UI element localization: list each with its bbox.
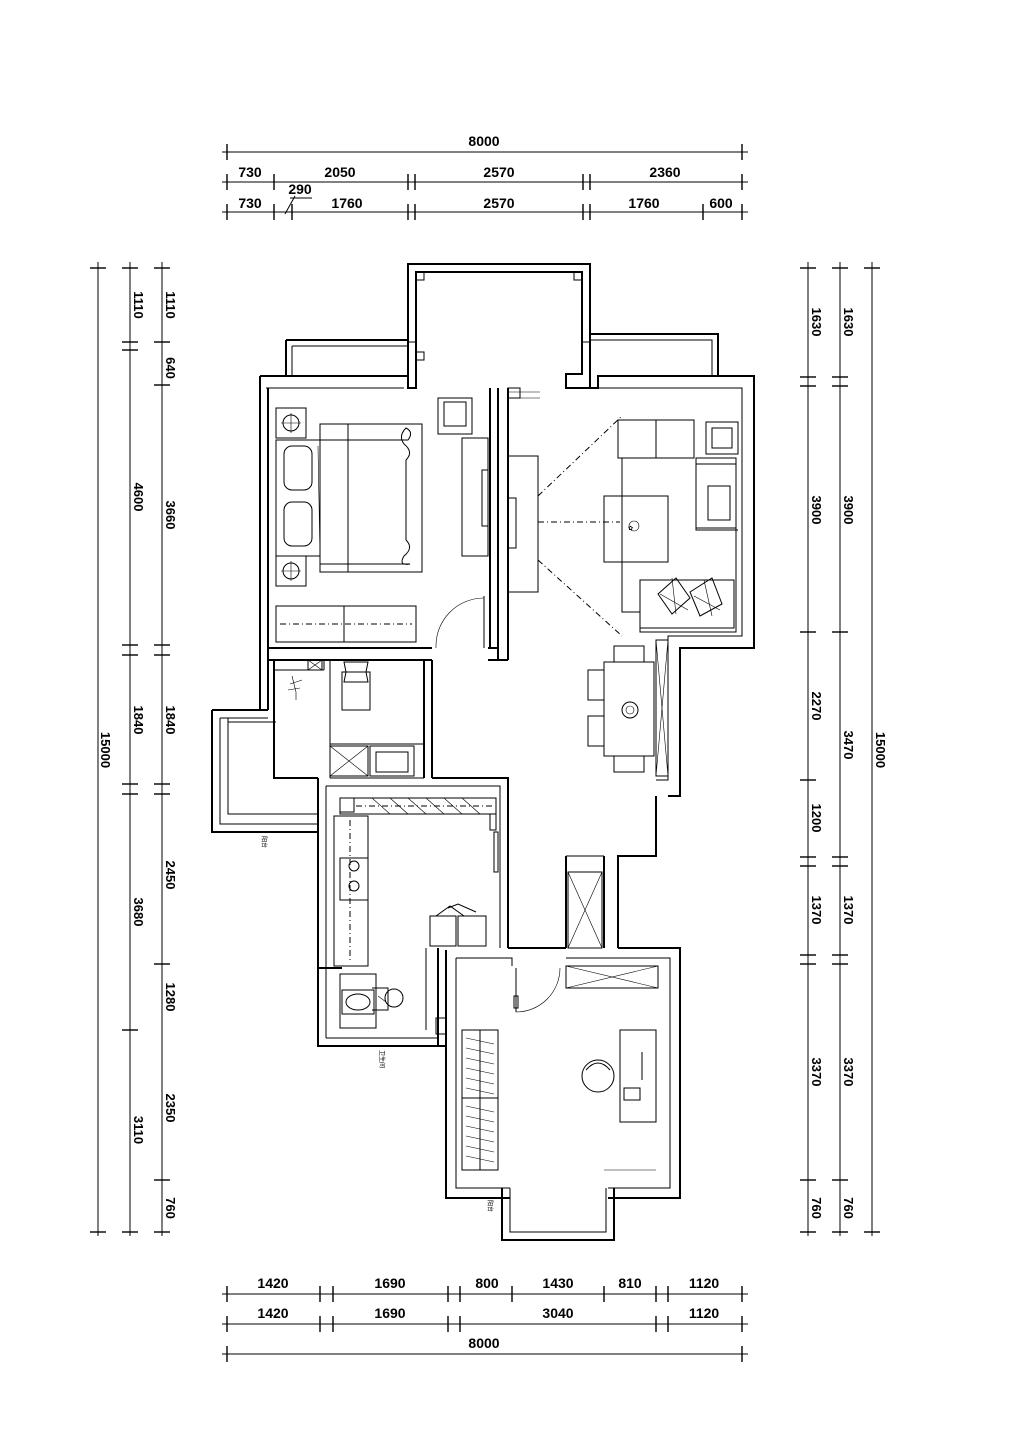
bottom-row2-dim-4: 1120 bbox=[689, 1305, 720, 1321]
side-table bbox=[705, 421, 739, 455]
left-outer-dim-2: 4600 bbox=[131, 483, 146, 512]
left-overall-dim: 15000 bbox=[98, 732, 113, 768]
right-outer-dim-5: 1370 bbox=[809, 896, 824, 925]
plant-icon bbox=[287, 675, 303, 700]
washer bbox=[329, 745, 369, 777]
left-inner-dim-5: 2450 bbox=[163, 861, 178, 890]
right-inner-dim-5: 3370 bbox=[841, 1058, 856, 1087]
bottom-row1-dim-6: 1120 bbox=[689, 1275, 720, 1291]
nightstand bbox=[275, 407, 307, 439]
bottom-row2-dim-1: 1420 bbox=[257, 1305, 288, 1321]
top-row1-dim-4: 2360 bbox=[649, 164, 680, 180]
left-inner-dim-4: 1840 bbox=[163, 706, 178, 735]
hall-cabinet bbox=[567, 871, 603, 949]
left-outer-dim-4: 3680 bbox=[131, 898, 146, 927]
top-row2-dim-2: 1760 bbox=[331, 195, 362, 211]
left-outer-dim-1: 1110 bbox=[131, 291, 146, 319]
top-dimensions: 8000 730 2050 2570 2360 290 730 1760 257… bbox=[222, 133, 748, 220]
fridge bbox=[457, 915, 487, 947]
right-inner-dim-3: 3470 bbox=[841, 731, 856, 760]
right-inner-dim-6: 760 bbox=[841, 1197, 856, 1219]
chair bbox=[613, 755, 645, 773]
bottom-note: 阳台 bbox=[486, 1200, 494, 1212]
top-row1-dim-1: 730 bbox=[238, 164, 262, 180]
bottom-row1-dim-4: 1430 bbox=[542, 1275, 573, 1291]
bathroom: 卫生间 bbox=[339, 973, 447, 1068]
sink-cabinet bbox=[369, 745, 415, 777]
left-inner-dim-3: 3660 bbox=[163, 501, 178, 530]
lounge-chair bbox=[639, 579, 735, 629]
desk-chair bbox=[581, 1059, 615, 1093]
tv-wall bbox=[507, 455, 539, 593]
walls bbox=[211, 263, 755, 1241]
bottom-row1-dim-3: 800 bbox=[475, 1275, 499, 1291]
desk bbox=[619, 1029, 657, 1123]
nightstand bbox=[275, 555, 307, 587]
chair bbox=[613, 645, 645, 663]
top-offset-dim: 290 bbox=[288, 181, 312, 197]
bottom-row1-dim-1: 1420 bbox=[257, 1275, 288, 1291]
wardrobe bbox=[275, 605, 417, 643]
balcony-note: 阳台 bbox=[260, 836, 268, 848]
coffee-table bbox=[603, 495, 669, 563]
vanity bbox=[339, 973, 377, 1029]
left-inner-dim-1: 1110 bbox=[163, 291, 178, 319]
bottom-row2-dim-2: 1690 bbox=[374, 1305, 405, 1321]
right-outer-dim-7: 760 bbox=[809, 1197, 824, 1219]
pillow bbox=[283, 501, 313, 547]
kitchen bbox=[333, 797, 499, 967]
tv-cabinet bbox=[461, 437, 489, 557]
fridge bbox=[429, 915, 457, 947]
right-outer-dim-4: 1200 bbox=[809, 804, 824, 833]
right-inner-dim-2: 3900 bbox=[841, 496, 856, 525]
right-outer-dim-3: 2270 bbox=[809, 692, 824, 721]
right-inner-dim-1: 1630 bbox=[841, 308, 856, 337]
top-row2-dim-1: 730 bbox=[238, 195, 262, 211]
sideboard bbox=[655, 639, 669, 777]
water-heater bbox=[341, 671, 371, 711]
top-row2-dim-4: 1760 bbox=[628, 195, 659, 211]
top-overall-dim: 8000 bbox=[468, 133, 499, 149]
right-outer-dim-6: 3370 bbox=[809, 1058, 824, 1087]
utility-room: 阳台 bbox=[260, 659, 415, 848]
bottom-row2-dim-3: 3040 bbox=[542, 1305, 573, 1321]
counter bbox=[333, 815, 369, 967]
left-outer-dim-5: 3110 bbox=[131, 1116, 146, 1144]
dining-table bbox=[603, 661, 655, 757]
right-outer-dim-2: 3900 bbox=[809, 496, 824, 525]
right-outer-dim-1: 1630 bbox=[809, 308, 824, 337]
svg-text:✿: ✿ bbox=[628, 525, 633, 532]
left-inner-dim-2: 640 bbox=[163, 357, 178, 379]
master-bedroom bbox=[275, 397, 489, 649]
bottom-overall-dim: 8000 bbox=[468, 1335, 499, 1351]
top-row2-dim-5: 600 bbox=[709, 195, 733, 211]
left-inner-dim-8: 760 bbox=[163, 1197, 178, 1219]
bottom-dimensions: 1420 1690 800 1430 810 1120 1420 1690 30… bbox=[222, 1275, 748, 1362]
armchair bbox=[437, 397, 473, 435]
right-overall-dim: 15000 bbox=[873, 732, 888, 768]
stove bbox=[339, 857, 369, 901]
left-inner-dim-7: 2350 bbox=[163, 1094, 178, 1123]
right-inner-dim-4: 1370 bbox=[841, 896, 856, 925]
top-row1-dim-2: 2050 bbox=[324, 164, 355, 180]
left-dimensions: 15000 1110 4600 1840 3680 3110 1110 640 … bbox=[90, 262, 178, 1236]
bath-note: 卫生间 bbox=[378, 1050, 386, 1068]
dining-area bbox=[587, 639, 669, 777]
pillow bbox=[283, 445, 313, 491]
toilet-icon bbox=[384, 988, 404, 1008]
left-outer-dim-3: 1840 bbox=[131, 706, 146, 735]
chair bbox=[587, 715, 605, 747]
top-row2-dim-3: 2570 bbox=[483, 195, 514, 211]
right-dimensions: 1630 3900 2270 1200 1370 3370 760 1630 3… bbox=[800, 262, 888, 1236]
chair bbox=[587, 669, 605, 701]
second-bedroom: 阳台 bbox=[461, 967, 657, 1212]
bottom-row1-dim-2: 1690 bbox=[374, 1275, 405, 1291]
left-inner-dim-6: 1280 bbox=[163, 983, 178, 1012]
cushion bbox=[707, 485, 731, 521]
top-row1-dim-3: 2570 bbox=[483, 164, 514, 180]
living-room: ✿ bbox=[507, 387, 739, 637]
bottom-row1-dim-5: 810 bbox=[618, 1275, 642, 1291]
